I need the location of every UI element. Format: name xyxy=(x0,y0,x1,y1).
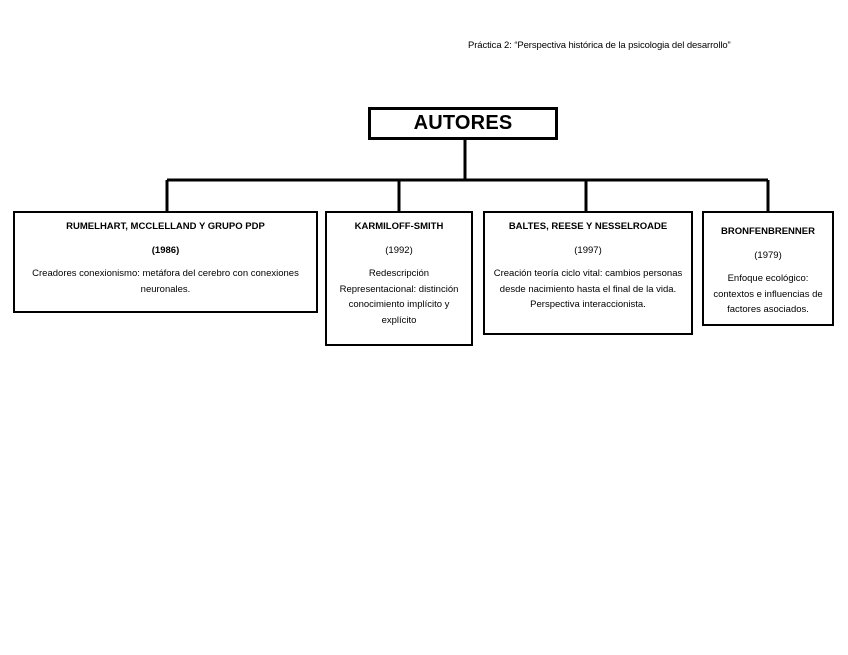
diagram-title: AUTORES xyxy=(413,112,513,134)
author-year: (1997) xyxy=(574,244,602,256)
author-card-rumelhart: RUMELHART, MCCLELLAND Y GRUPO PDP (1986)… xyxy=(13,211,318,313)
author-card-baltes: BALTES, REESE Y NESSELROADE (1997) Creac… xyxy=(483,211,693,335)
author-name: BALTES, REESE Y NESSELROADE xyxy=(508,221,668,232)
author-name: KARMILOFF-SMITH xyxy=(354,221,444,232)
author-name: RUMELHART, MCCLELLAND Y GRUPO PDP xyxy=(66,221,265,232)
author-year: (1979) xyxy=(754,249,782,261)
author-card-bronfenbrenner: BRONFENBRENNER (1979) Enfoque ecológico:… xyxy=(702,211,834,326)
author-card-karmiloff-smith: KARMILOFF-SMITH (1992) Redescripción Rep… xyxy=(325,211,473,346)
author-name: BRONFENBRENNER xyxy=(721,226,815,237)
author-description: Creación teoría ciclo vital: cambios per… xyxy=(493,268,683,310)
diagram-title-box: AUTORES xyxy=(368,107,558,140)
author-description: Redescripción Representacional: distinci… xyxy=(339,268,459,326)
author-year: (1986) xyxy=(151,244,180,256)
page-header-note: Práctica 2: “Perspectiva histórica de la… xyxy=(468,40,731,51)
author-year: (1992) xyxy=(385,244,413,256)
author-description: Enfoque ecológico: contextos e influenci… xyxy=(713,273,823,315)
author-description: Creadores conexionismo: metáfora del cer… xyxy=(32,268,299,295)
